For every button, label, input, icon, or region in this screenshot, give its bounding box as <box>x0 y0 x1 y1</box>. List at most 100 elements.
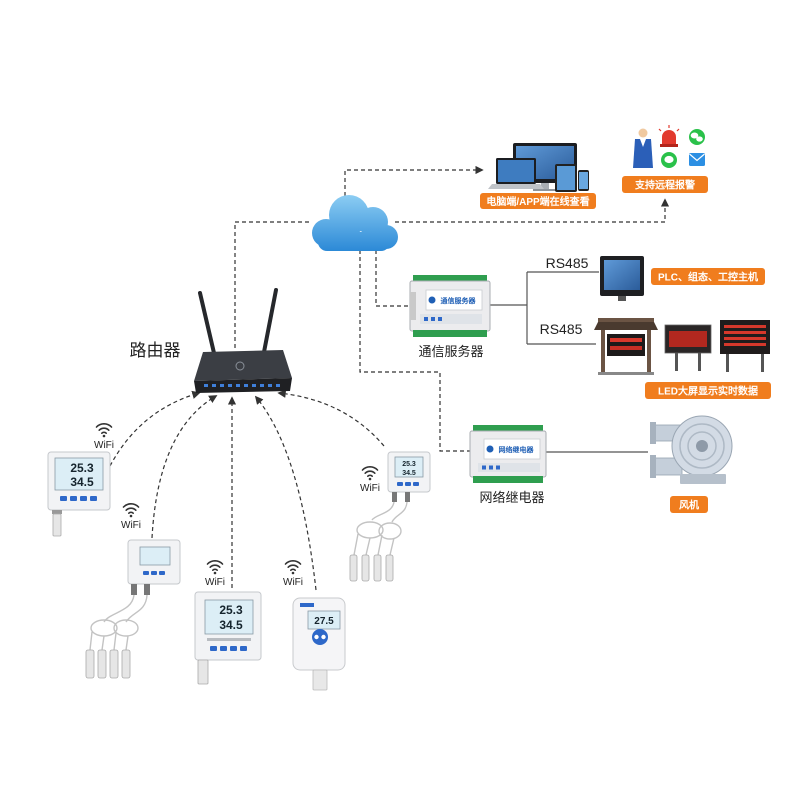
alarm-light-dome <box>662 130 676 144</box>
wifi-icon <box>122 503 140 518</box>
tablet-icon <box>555 164 577 192</box>
logger-round-button <box>312 629 328 645</box>
router-top-face <box>194 350 292 381</box>
person-shirt <box>640 139 646 147</box>
comm-server-indicator-bar <box>420 314 482 324</box>
comm-server-top-terminal <box>413 275 487 282</box>
sensor-5-humidity: 34.5 <box>402 470 416 477</box>
sensor-5-probe <box>349 554 358 582</box>
email-icon <box>689 153 705 166</box>
led-display-badge: LED大屏显示实时数据 <box>645 382 771 399</box>
router-led <box>252 384 256 387</box>
led-board-leg-left <box>675 353 678 371</box>
router-led <box>268 384 272 387</box>
wechat-bubble-right <box>696 136 703 142</box>
sensor-5-temp: 25.3 <box>402 461 416 468</box>
sensor-2-probe <box>85 649 95 679</box>
router-icon <box>194 288 292 393</box>
router-led <box>220 384 224 387</box>
relay-indicator <box>489 465 493 470</box>
network-relay-label: 网络继电器 <box>479 490 544 505</box>
sensor-5-cable-loop <box>378 522 402 540</box>
laptop-base <box>488 184 544 189</box>
logger-button-dot <box>321 634 326 640</box>
tablet-screen <box>557 166 575 190</box>
fan-base <box>680 474 726 484</box>
wifi-label-4: WiFi <box>283 577 303 588</box>
alarm-light-base <box>660 144 678 147</box>
remote-alarm-badge-text: 支持远程报警 <box>634 179 695 192</box>
led-display-badge-text: LED大屏显示实时数据 <box>658 385 758 398</box>
sensor-2-button <box>151 571 157 575</box>
router-led <box>204 384 208 387</box>
wifi-icon <box>206 560 224 575</box>
led-board-screen <box>669 331 707 347</box>
rs485-label-bottom: RS485 <box>540 321 583 337</box>
email-flap <box>689 153 705 162</box>
router-antenna-right <box>262 288 278 354</box>
relay-logo-mark <box>486 445 494 453</box>
wifi-label-1: WiFi <box>94 440 114 451</box>
led-board-leg-right <box>698 353 701 371</box>
sensor-5-cable <box>391 501 408 523</box>
phone-icon <box>578 170 589 191</box>
sensor-2-connector <box>144 584 150 595</box>
wifi-label-3: WiFi <box>205 577 225 588</box>
cloud-to-relay-line <box>359 250 470 452</box>
wifi-logger: 27.5 <box>292 597 346 691</box>
cloud-to-comm-server-line <box>375 250 410 307</box>
sensor-2-probe <box>121 649 131 679</box>
sms-icon <box>661 152 677 168</box>
sensor-1-probe-cap <box>52 510 62 514</box>
pavilion-roof-cap <box>598 318 654 322</box>
fan-inlet-flange <box>650 422 656 444</box>
sensor-2-button <box>159 571 165 575</box>
network-relay-module: 网络继电器 <box>469 425 547 483</box>
sensor-1-to-router-arrow <box>109 390 201 467</box>
comm-server-indicator <box>424 317 428 321</box>
online-view-badge: 电脑端/APP端在线查看 <box>480 193 596 209</box>
remote-alarm-badge-bg <box>622 176 708 193</box>
sensor-3-humidity: 34.5 <box>219 618 243 632</box>
sensor-3-button <box>230 646 237 651</box>
sensor-1-probe <box>52 513 62 537</box>
router-led <box>276 384 280 387</box>
fan-badge-bg <box>670 496 708 513</box>
plc-host-badge: PLC、组态、工控主机 <box>651 268 765 285</box>
person-icon <box>633 128 653 168</box>
relay-indicator <box>482 465 486 470</box>
fan-rib-outer <box>679 423 725 469</box>
led-large-screen <box>720 320 770 372</box>
comm-server-bottom-terminal <box>413 330 487 337</box>
sensor-2-probe <box>109 649 119 679</box>
cloud-icon <box>312 195 398 251</box>
sensor-1-button <box>60 496 67 501</box>
router-front-face <box>194 378 292 393</box>
sensor-3-temp: 25.3 <box>219 603 243 617</box>
sensor-4-to-router-arrow <box>254 395 317 591</box>
led-display-badge-bg <box>645 382 771 399</box>
led-large-screen-leg-left <box>726 354 729 372</box>
router-led <box>228 384 232 387</box>
sensor-2-connector <box>131 584 137 595</box>
relay-indicator-bar <box>478 463 540 472</box>
sensor-5-probe <box>373 554 382 582</box>
router-to-cloud-line <box>234 221 311 348</box>
router-antenna-left <box>198 291 216 355</box>
sensor-1-lcd <box>54 457 104 491</box>
fan-badge-text: 风机 <box>679 499 699 512</box>
plc-monitor-icon <box>600 256 644 301</box>
alarm-light-ray <box>676 128 680 132</box>
plc-monitor-screen <box>604 260 640 290</box>
sensor-2-to-router-arrow <box>151 395 218 539</box>
person-head <box>638 128 648 138</box>
router-led <box>212 384 216 387</box>
relay-face-panel <box>483 438 541 460</box>
sensor-3-label-strip <box>207 638 251 641</box>
fan-badge: 风机 <box>670 496 708 513</box>
sensor-1-temp: 25.3 <box>70 461 94 475</box>
plc-host-badge-bg <box>651 268 765 285</box>
sensor-3-lcd <box>204 599 254 635</box>
